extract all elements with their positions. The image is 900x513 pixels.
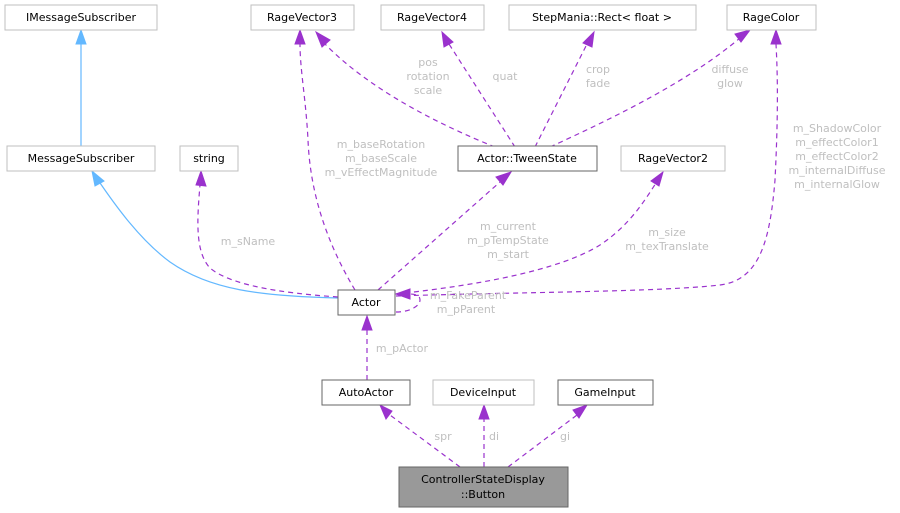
- node-actor[interactable]: Actor: [337, 289, 396, 316]
- edge-label: m_FakeParent: [430, 289, 507, 302]
- node-label: ControllerStateDisplay: [421, 473, 545, 486]
- edge-autoactor-to-actor: m_pActor: [361, 314, 429, 380]
- node-label: Actor::TweenState: [477, 152, 577, 165]
- edge-label: pos: [418, 56, 438, 69]
- edge-label: m_baseScale: [345, 152, 417, 165]
- usage-arrow-icon: [650, 170, 664, 187]
- usage-arrow-icon: [394, 288, 411, 300]
- node-steppmania-rect[interactable]: StepMania::Rect< float >: [508, 4, 697, 31]
- edge-label: m_internalGlow: [794, 178, 880, 191]
- edge-button-to-deviceinput: di: [478, 403, 499, 467]
- node-label: ::Button: [461, 488, 505, 501]
- edge-messagesubscriber-to-imessagesubscriber: [75, 28, 87, 146]
- edge-label: m_pActor: [376, 342, 429, 355]
- edge-label: scale: [414, 84, 443, 97]
- node-label: DeviceInput: [450, 386, 517, 399]
- node-imessagesubscriber[interactable]: IMessageSubscriber: [4, 4, 158, 31]
- node-label: string: [193, 152, 225, 165]
- edge-label: fade: [586, 77, 611, 90]
- edge-label: crop: [586, 63, 610, 76]
- usage-arrow-icon: [195, 169, 207, 187]
- node-label: GameInput: [574, 386, 636, 399]
- edge-label: m_sName: [221, 235, 276, 248]
- inheritance-arrow-icon: [75, 28, 87, 45]
- edge-label: m_pParent: [437, 303, 496, 316]
- edge-button-to-autoactor: spr: [379, 403, 461, 468]
- edge-actor-to-string: m_sName: [195, 169, 339, 298]
- edge-tweenstate-to-rect: crop fade: [534, 30, 611, 148]
- node-label: RageColor: [743, 11, 800, 24]
- edge-tweenstate-to-ragevector4: quat: [441, 30, 518, 148]
- edge-label: gi: [560, 430, 570, 443]
- edge-actor-to-tweenstate: m_current m_pTempState m_start: [377, 171, 549, 291]
- edge-label: glow: [717, 77, 743, 90]
- usage-arrow-icon: [734, 29, 752, 43]
- edge-label: di: [489, 430, 499, 443]
- edge-actor-to-ragevector2: m_size m_texTranslate: [395, 170, 709, 295]
- node-label: Actor: [352, 296, 381, 309]
- node-ragevector3[interactable]: RageVector3: [250, 4, 355, 31]
- inheritance-arrow-icon: [91, 169, 105, 187]
- node-ragevector4[interactable]: RageVector4: [380, 4, 485, 31]
- edge-actor-to-ragevector3: m_baseRotation m_baseScale m_vEffectMagn…: [294, 28, 438, 291]
- edge-label: m_ShadowColor: [793, 122, 882, 135]
- edge-button-to-gameinput: gi: [507, 404, 589, 468]
- usage-arrow-icon: [441, 30, 454, 48]
- usage-arrow-icon: [315, 30, 331, 48]
- edge-label: m_size: [648, 226, 686, 239]
- usage-arrow-icon: [495, 171, 513, 186]
- node-controllerstatedisplay-button[interactable]: ControllerStateDisplay ::Button: [398, 466, 569, 508]
- node-label: RageVector2: [638, 152, 708, 165]
- usage-arrow-icon: [770, 28, 782, 45]
- edge-label: m_internalDiffuse: [789, 164, 886, 177]
- edge-label: m_effectColor1: [795, 136, 878, 149]
- edge-actor-to-ragecolor: m_ShadowColor m_effectColor1 m_effectCol…: [395, 28, 886, 297]
- node-ragecolor[interactable]: RageColor: [726, 4, 817, 31]
- edge-tweenstate-to-ragevector3: pos rotation scale: [315, 30, 496, 148]
- edge-label: m_vEffectMagnitude: [325, 166, 438, 179]
- edge-actor-self: m_FakeParent m_pParent: [394, 288, 507, 316]
- edge-label: diffuse: [711, 63, 748, 76]
- edge-label: m_pTempState: [467, 234, 549, 247]
- edge-label: rotation: [406, 70, 449, 83]
- usage-arrow-icon: [379, 403, 393, 420]
- node-label: StepMania::Rect< float >: [532, 11, 672, 24]
- node-deviceinput[interactable]: DeviceInput: [432, 379, 535, 406]
- edge-label: m_baseRotation: [337, 138, 425, 151]
- usage-arrow-icon: [294, 28, 306, 45]
- node-label: RageVector4: [397, 11, 467, 24]
- edge-label: spr: [434, 430, 452, 443]
- node-tweenstate[interactable]: Actor::TweenState: [457, 145, 598, 172]
- usage-arrow-icon: [582, 30, 595, 48]
- node-label: IMessageSubscriber: [26, 11, 136, 24]
- node-label: RageVector3: [267, 11, 337, 24]
- edge-label: m_effectColor2: [795, 150, 878, 163]
- node-ragevector2[interactable]: RageVector2: [620, 145, 726, 172]
- edge-label: m_start: [487, 248, 530, 261]
- usage-arrow-icon: [572, 404, 589, 419]
- usage-arrow-icon: [478, 403, 490, 420]
- node-gameinput[interactable]: GameInput: [557, 379, 654, 406]
- edge-actor-to-messagesubscriber: [91, 169, 339, 299]
- node-label: AutoActor: [339, 386, 394, 399]
- node-autoactor[interactable]: AutoActor: [321, 379, 411, 406]
- edge-label: m_current: [480, 220, 537, 233]
- node-string[interactable]: string: [179, 145, 239, 172]
- node-messagesubscriber[interactable]: MessageSubscriber: [6, 145, 156, 172]
- edge-tweenstate-to-ragecolor: diffuse glow: [549, 29, 752, 148]
- edge-label: quat: [492, 70, 518, 83]
- node-label: MessageSubscriber: [28, 152, 135, 165]
- edge-label: m_texTranslate: [625, 240, 709, 253]
- usage-arrow-icon: [361, 314, 373, 331]
